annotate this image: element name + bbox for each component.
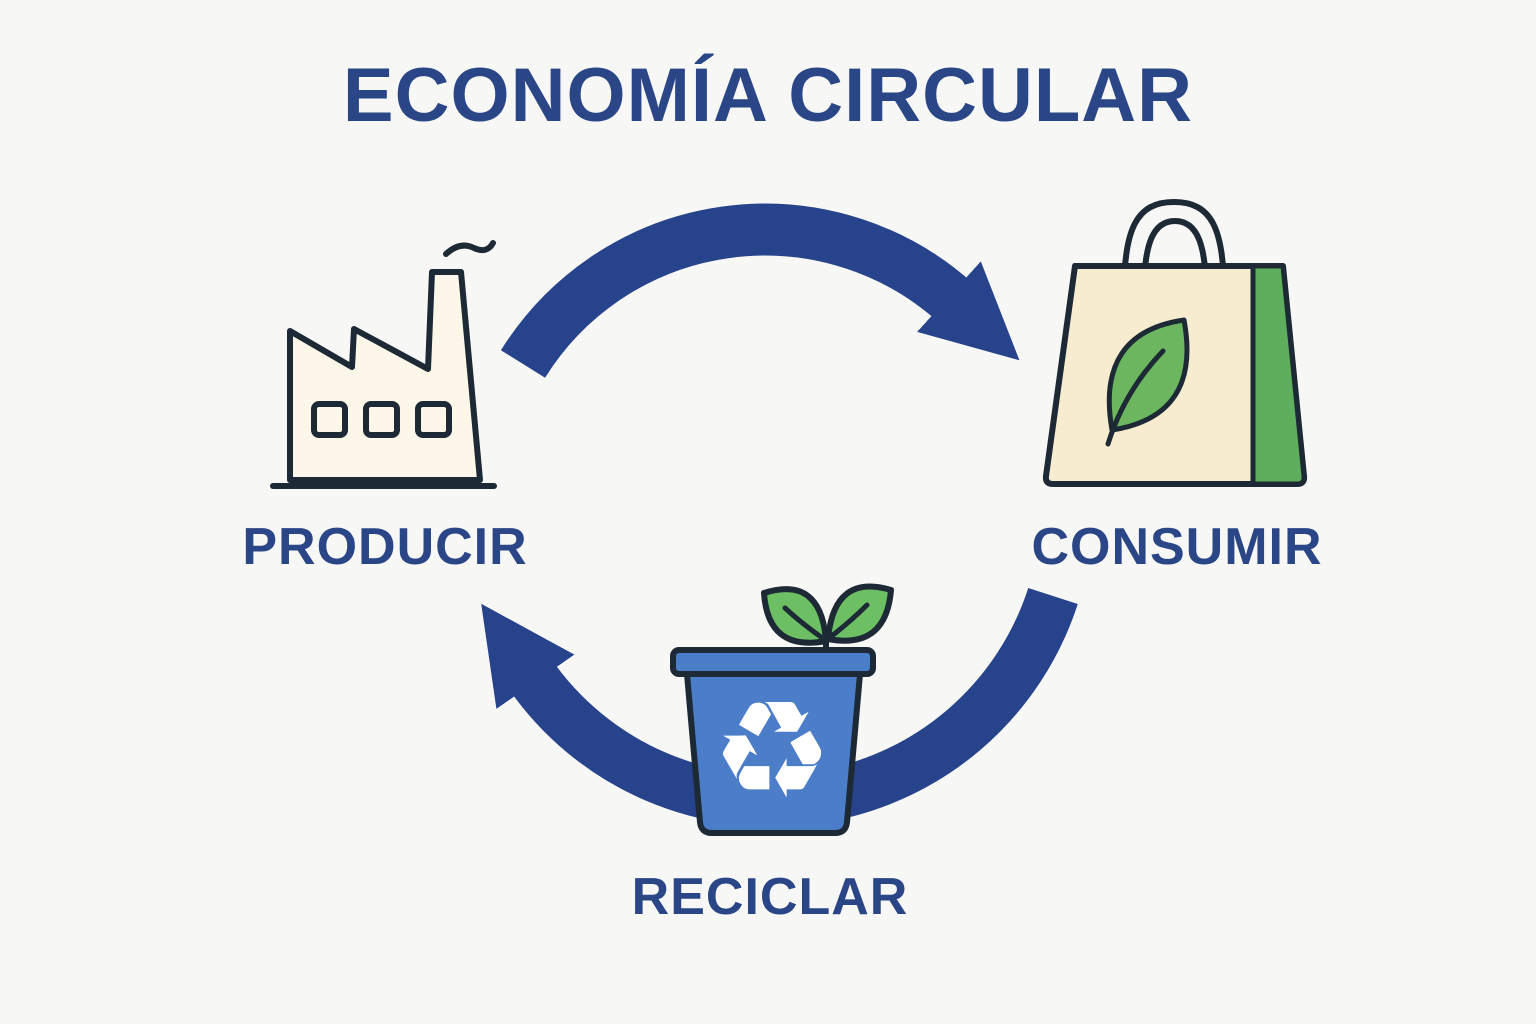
page-title: ECONOMÍA CIRCULAR (342, 53, 1194, 138)
bin-lid (670, 647, 876, 677)
shopping-bag-icon (1042, 199, 1308, 487)
bag-leaf-icon (1106, 317, 1190, 433)
factory-building (287, 269, 483, 483)
bag-side-panel (1250, 263, 1307, 487)
bag-handle-outer (1121, 199, 1227, 296)
stage-label-producir: PRODUCIR (242, 518, 528, 576)
sprout-icon (761, 583, 894, 659)
bag-handle-inner (1141, 218, 1209, 296)
factory-icon (270, 240, 497, 489)
bin-body (684, 671, 863, 836)
chimney-smoke-icon (443, 240, 496, 257)
factory-window (415, 401, 452, 438)
sprout-leaf-left-vein (782, 605, 824, 640)
stage-label-reciclar: RECICLAR (631, 868, 909, 926)
sprout-leaf-right-vein (830, 602, 870, 638)
stage-label-consumir: CONSUMIR (1031, 518, 1323, 576)
factory-window (311, 401, 348, 438)
cycle-arrow-top (500, 203, 1020, 378)
bag-leaf-vein (1105, 348, 1166, 447)
factory-window (363, 401, 400, 438)
recycle-symbol-icon: ♻ (711, 672, 832, 829)
recycle-bin-icon: ♻ (670, 647, 876, 836)
